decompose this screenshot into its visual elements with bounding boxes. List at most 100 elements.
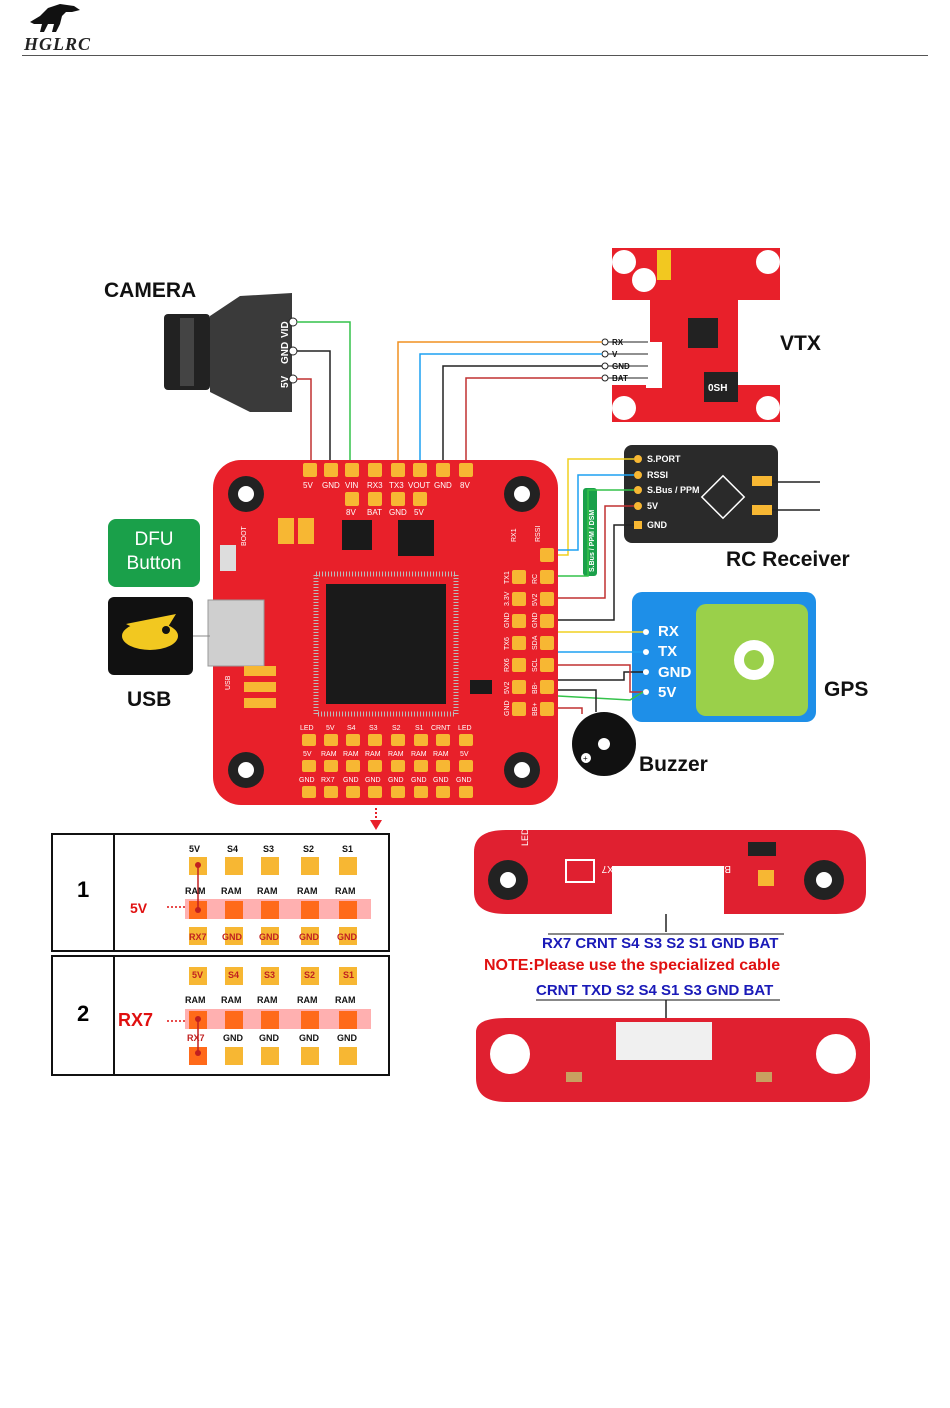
esc-top-bat: BAT: [712, 863, 731, 874]
fc-top2-pad-2: GND: [389, 508, 407, 517]
fc-bottom1-1: 5V: [326, 725, 335, 732]
fc-usb-label: USB: [225, 675, 232, 690]
fc-top-pad-3: RX3: [367, 481, 383, 490]
fc-right-top-0: RX1: [511, 528, 518, 542]
t1-b2: GND: [259, 932, 279, 942]
t1-h1: S4: [227, 844, 239, 854]
t1-m0: RAM: [185, 886, 206, 896]
t2-m0: RAM: [185, 995, 206, 1005]
gps-pin-tx: TX: [658, 643, 677, 660]
option-2-number: 2: [77, 1001, 90, 1026]
camera-pin-5v: 5V: [280, 375, 291, 388]
fc-bottom2-5: RAM: [411, 751, 427, 758]
t1-m3: RAM: [297, 886, 318, 896]
dfu-button: DFU Button: [108, 519, 200, 587]
vtx-pins: [601, 338, 648, 382]
cable-line-1: RX7 CRNT S4 S3 S2 S1 GND BAT: [542, 935, 779, 952]
fc-right-l-2: GND: [504, 612, 511, 628]
fc-bottom3-3: GND: [365, 777, 381, 784]
buzzer-icon: +: [572, 712, 636, 776]
esc-top-rx7: RX7: [601, 863, 621, 874]
dfu-line2: Button: [126, 553, 182, 574]
t1-b0: RX7: [189, 932, 207, 942]
esc-top-led: LED: [520, 828, 530, 846]
option-1-pads: [167, 857, 371, 945]
fc-top-pad-0: 5V: [303, 481, 313, 490]
t1-m4: RAM: [335, 886, 356, 896]
t2-h2: S3: [264, 970, 276, 980]
fc-bottom3-7: GND: [456, 777, 472, 784]
fc-bottom1-0: LED: [300, 725, 314, 732]
usb-label: USB: [127, 688, 171, 711]
dfu-line1: DFU: [134, 529, 174, 550]
rc-receiver-label: RC Receiver: [726, 548, 850, 571]
t2-h0: 5V: [192, 970, 204, 980]
fc-top-pads: [303, 463, 473, 506]
brand-name: HGLRC: [24, 34, 92, 54]
rc-pin-gnd: GND: [647, 520, 668, 530]
rc-side-tag-bg: [583, 488, 597, 576]
t2-b1: GND: [223, 1033, 243, 1043]
option-2-pads: [167, 967, 371, 1065]
vtx-board: [612, 248, 780, 422]
t2-m1: RAM: [221, 995, 242, 1005]
t1-h0: 5V: [189, 844, 201, 854]
t2-b2: GND: [259, 1033, 279, 1043]
fc-bottom2-1: RAM: [321, 751, 337, 758]
fc-right-pads: [512, 548, 554, 716]
fc-top2-pad-3: 5V: [414, 508, 424, 517]
fc-bottom2-3: RAM: [365, 751, 381, 758]
rc-pin-rssi: RSSI: [647, 470, 668, 480]
t2-h3: S2: [304, 970, 316, 980]
option-1-number: 1: [77, 877, 90, 902]
fc-right-r-4: SCL: [532, 658, 539, 672]
fc-right-r-3: SDA: [532, 635, 539, 650]
gps-pin-rx: RX: [658, 623, 679, 640]
fc-right-l-6: GND: [504, 700, 511, 716]
t1-m1: RAM: [221, 886, 242, 896]
fc-right-r-6: BB+: [532, 703, 539, 716]
fc-right-r-1: 5V2: [532, 593, 539, 606]
fc-bottom1-7: LED: [458, 725, 472, 732]
fc-right-r-2: GND: [532, 612, 539, 628]
t2-b0: RX7: [187, 1033, 205, 1043]
t1-h2: S3: [263, 844, 275, 854]
t2-m3: RAM: [297, 995, 318, 1005]
esc-option-2: 2 5V S4 S3 S2 S1 RAM RAM RAM RAM RAM RX7…: [51, 955, 390, 1076]
fc-bottom2-0: 5V: [303, 751, 312, 758]
fc-top2-pad-0: 8V: [346, 508, 356, 517]
vtx-pin-v: V: [612, 350, 618, 359]
fc-boot-label: BOOT: [241, 525, 248, 546]
fc-bottom3-6: GND: [433, 777, 449, 784]
vtx-chip-label: 0SH: [708, 383, 727, 394]
esc-top-board: [474, 830, 866, 932]
gps-pin-gnd: GND: [658, 664, 692, 681]
camera-pin-vid: VID: [280, 321, 291, 338]
camera-pin-gnd: GND: [280, 342, 291, 364]
brand-logo: [26, 2, 86, 36]
t2-b4: GND: [337, 1033, 357, 1043]
t2-m4: RAM: [335, 995, 356, 1005]
dinosaur-logo-icon: [30, 4, 80, 32]
rc-pin-sbus: S.Bus / PPM: [647, 485, 700, 495]
fc-bottom1-3: S3: [369, 725, 378, 732]
fc-bottom3-5: GND: [411, 777, 427, 784]
gps-label: GPS: [824, 678, 868, 701]
gps-pin-5v: 5V: [658, 684, 676, 701]
t1-b3: GND: [299, 932, 319, 942]
t1-b4: GND: [337, 932, 357, 942]
fc-bottom1-5: S1: [415, 725, 424, 732]
fc-top-pad-5: VOUT: [408, 481, 430, 490]
esc-cable-photos: LED RX7 BAT: [474, 828, 870, 1102]
fc-right-top-1: RSSI: [535, 526, 542, 542]
fc-right-l-0: TX1: [504, 571, 511, 584]
fc-top-pad-6: GND: [434, 481, 452, 490]
fc-top-pad-2: VIN: [345, 481, 359, 490]
esc-option-1: 1 5V S4 S3 S2 S1 RAM RAM RAM RAM RAM RX7…: [51, 833, 390, 952]
fc-bottom-pads: [302, 734, 473, 798]
t2-b3: GND: [299, 1033, 319, 1043]
fc-right-l-5: 5V2: [504, 681, 511, 694]
fc-top-pad-1: GND: [322, 481, 340, 490]
flight-controller-board: [207, 460, 558, 805]
t1-arrow-label: 5V: [130, 900, 148, 916]
